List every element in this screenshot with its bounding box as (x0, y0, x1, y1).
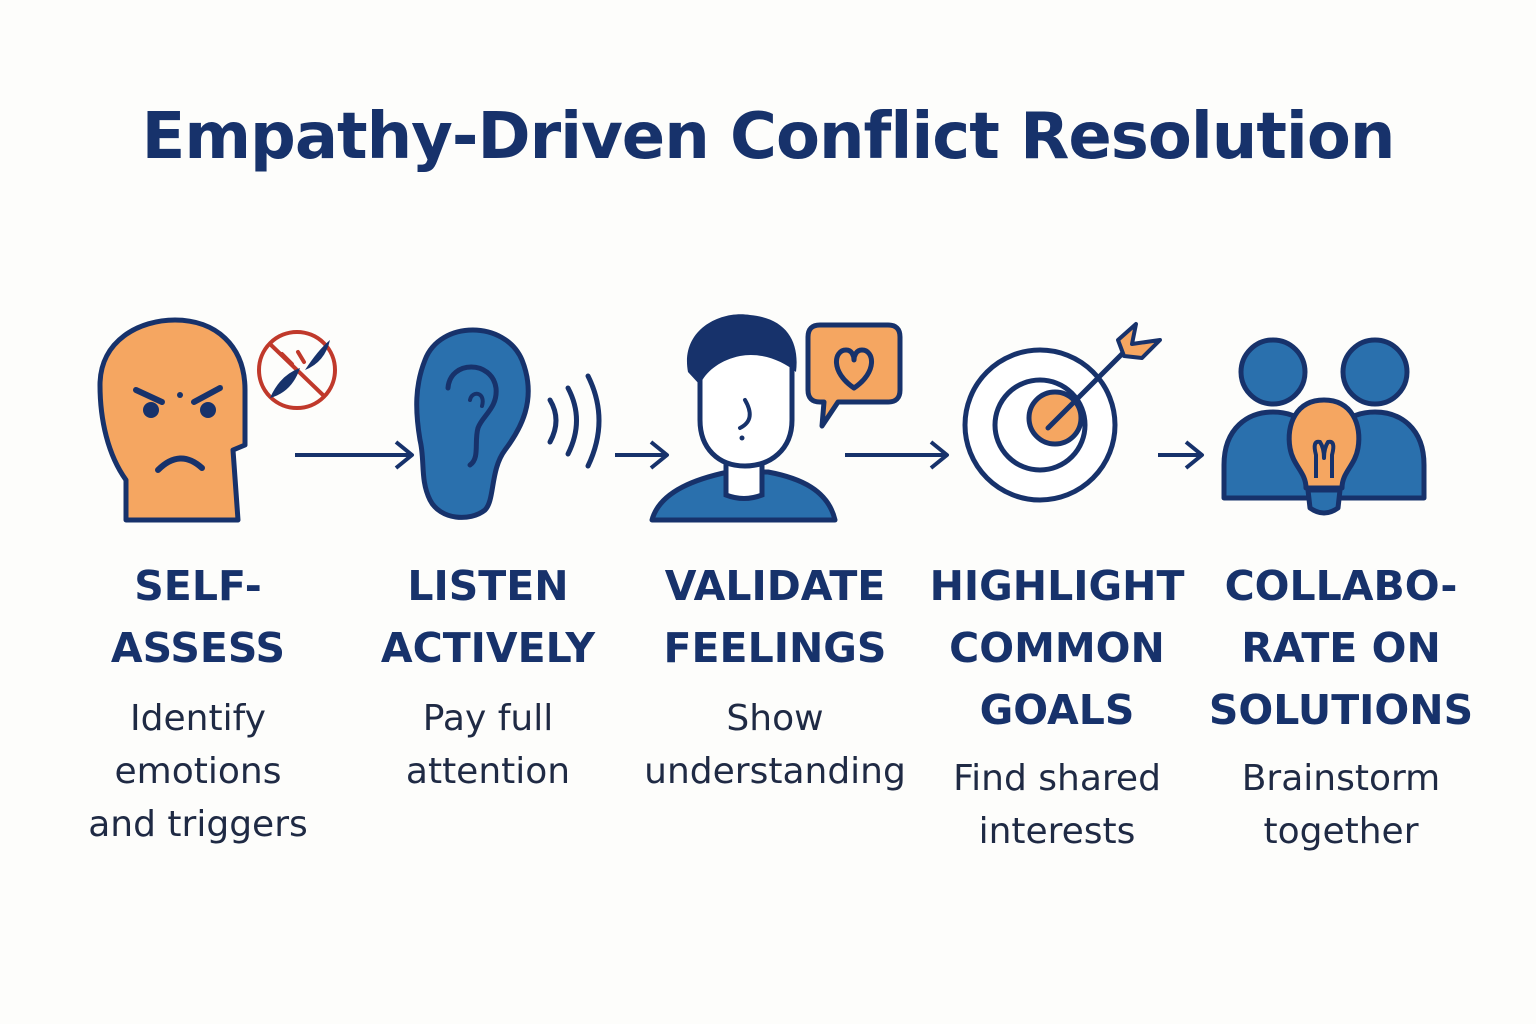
step-description-collaborate-on-solutions: Brainstorm together (1241, 758, 1441, 852)
sound-waves-icon (547, 373, 602, 469)
broken-link-icon (257, 330, 337, 410)
angry-head-icon (97, 317, 248, 523)
page-title: Empathy-Driven Conflict Resolution (141, 100, 1396, 174)
heart-speech-bubble-icon (805, 322, 903, 429)
step-description-self-assess: Identify emotions and triggers (88, 698, 308, 845)
step-description-validate-feelings: Show understanding (644, 698, 906, 792)
flow-arrow (615, 440, 669, 470)
people-lightbulb-icon (1221, 337, 1427, 516)
step-title-listen-actively: LISTEN ACTIVELY (380, 562, 596, 672)
step-title-validate-feelings: VALIDATE FEELINGS (663, 562, 887, 672)
flow-arrow (295, 440, 414, 470)
step-title-highlight-common-goals: HIGHLIGHT COMMON GOALS (929, 562, 1185, 734)
flow-arrow (1158, 440, 1204, 470)
person-icon (649, 314, 838, 523)
step-title-collaborate-on-solutions: COLLABO- RATE ON SOLUTIONS (1208, 562, 1474, 734)
step-title-self-assess: SELF- ASSESS (110, 562, 286, 672)
step-description-highlight-common-goals: Find shared interests (953, 758, 1161, 852)
step-description-listen-actively: Pay full attention (405, 698, 571, 792)
ear-icon (414, 327, 531, 520)
target-arrow-icon (962, 322, 1162, 503)
flow-arrow (845, 440, 949, 470)
